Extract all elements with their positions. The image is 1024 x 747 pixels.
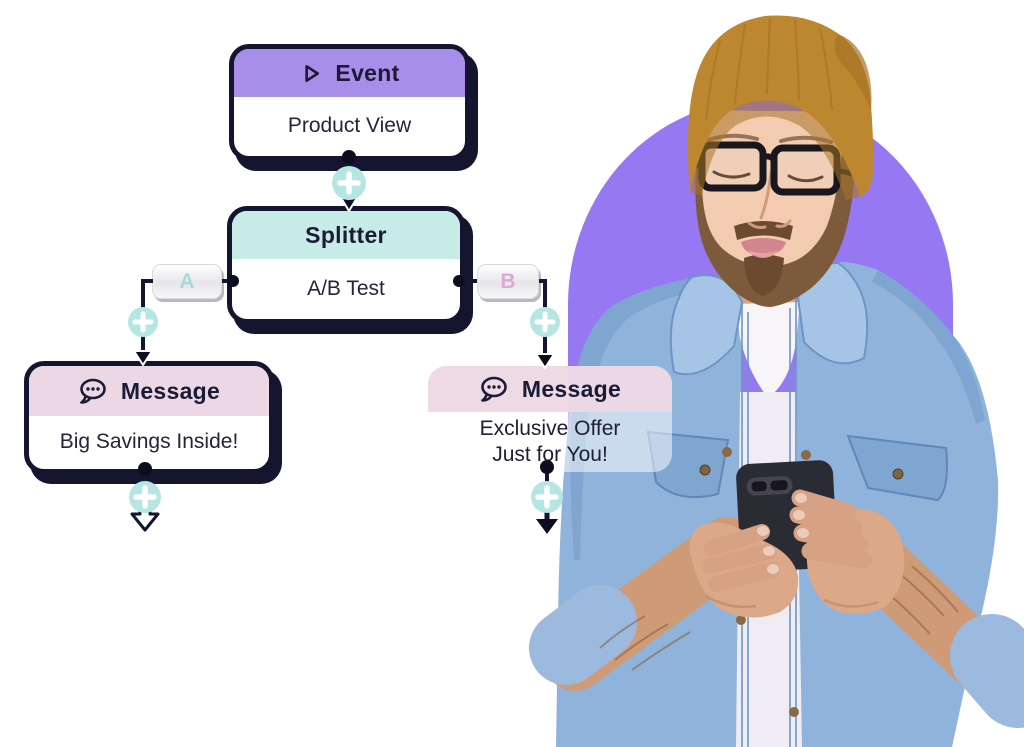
message-a-header: Message [29,366,269,416]
message-b-header: Message [428,366,672,412]
message-b-value: Exclusive Offer Just for You! [428,412,672,472]
message-a-value: Big Savings Inside! [59,430,239,454]
branch-b-label: B [477,264,539,299]
beanie [687,15,874,198]
chat-bubble-icon [78,378,108,405]
message-a-title: Message [120,377,221,404]
message-b-line1: Exclusive Offer [479,416,621,440]
splitter-node-value: A/B Test [307,276,385,300]
beard [695,150,856,307]
flow-node-splitter[interactable]: Splitter A/B Test [227,206,465,324]
splitter-node-header: Splitter [232,211,460,259]
glasses [693,141,859,196]
event-node-value: Product View [287,114,412,138]
message-b-title: Message [521,375,622,402]
splitter-node-title: Splitter [305,221,387,248]
event-node-header: Event [234,49,465,97]
play-icon [299,62,322,85]
branch-a-label: A [152,264,222,299]
event-node-title: Event [335,59,400,86]
white-tshirt [736,302,800,398]
flow-node-message-a[interactable]: Message Big Savings Inside! [24,361,274,474]
closed-eyes [712,170,824,183]
chat-bubble-icon [479,376,509,403]
flow-node-event[interactable]: Event Product View [229,44,470,161]
flow-node-message-b[interactable]: Message Exclusive Offer Just for You! [428,366,672,472]
hands [689,489,905,618]
message-b-line2: Just for You! [492,443,608,466]
